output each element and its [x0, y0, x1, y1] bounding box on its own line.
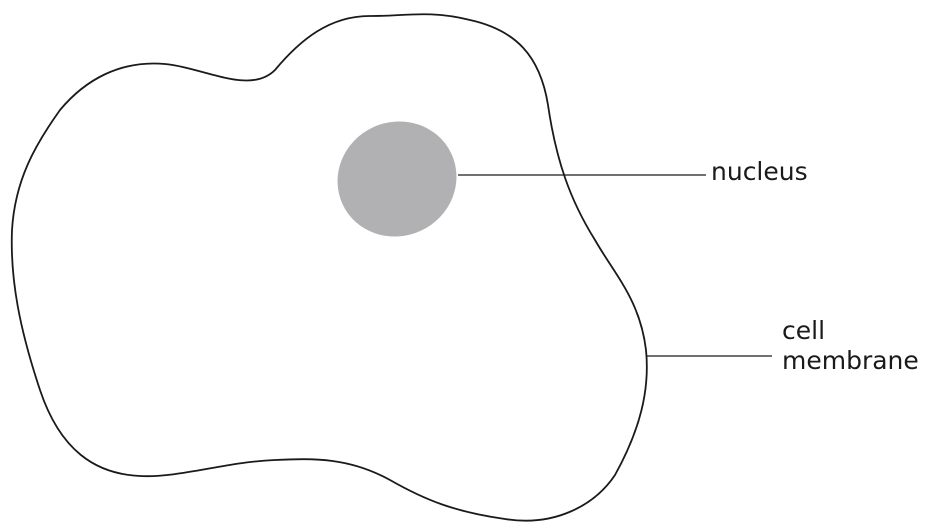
cell-membrane-label: cell membrane — [782, 316, 919, 376]
cell-membrane-label-line2: membrane — [782, 346, 919, 376]
cell-membrane-label-line1: cell — [782, 316, 919, 346]
cell-membrane-outline — [12, 14, 647, 520]
nucleus-shape — [319, 102, 476, 256]
nucleus-label: nucleus — [711, 157, 808, 187]
